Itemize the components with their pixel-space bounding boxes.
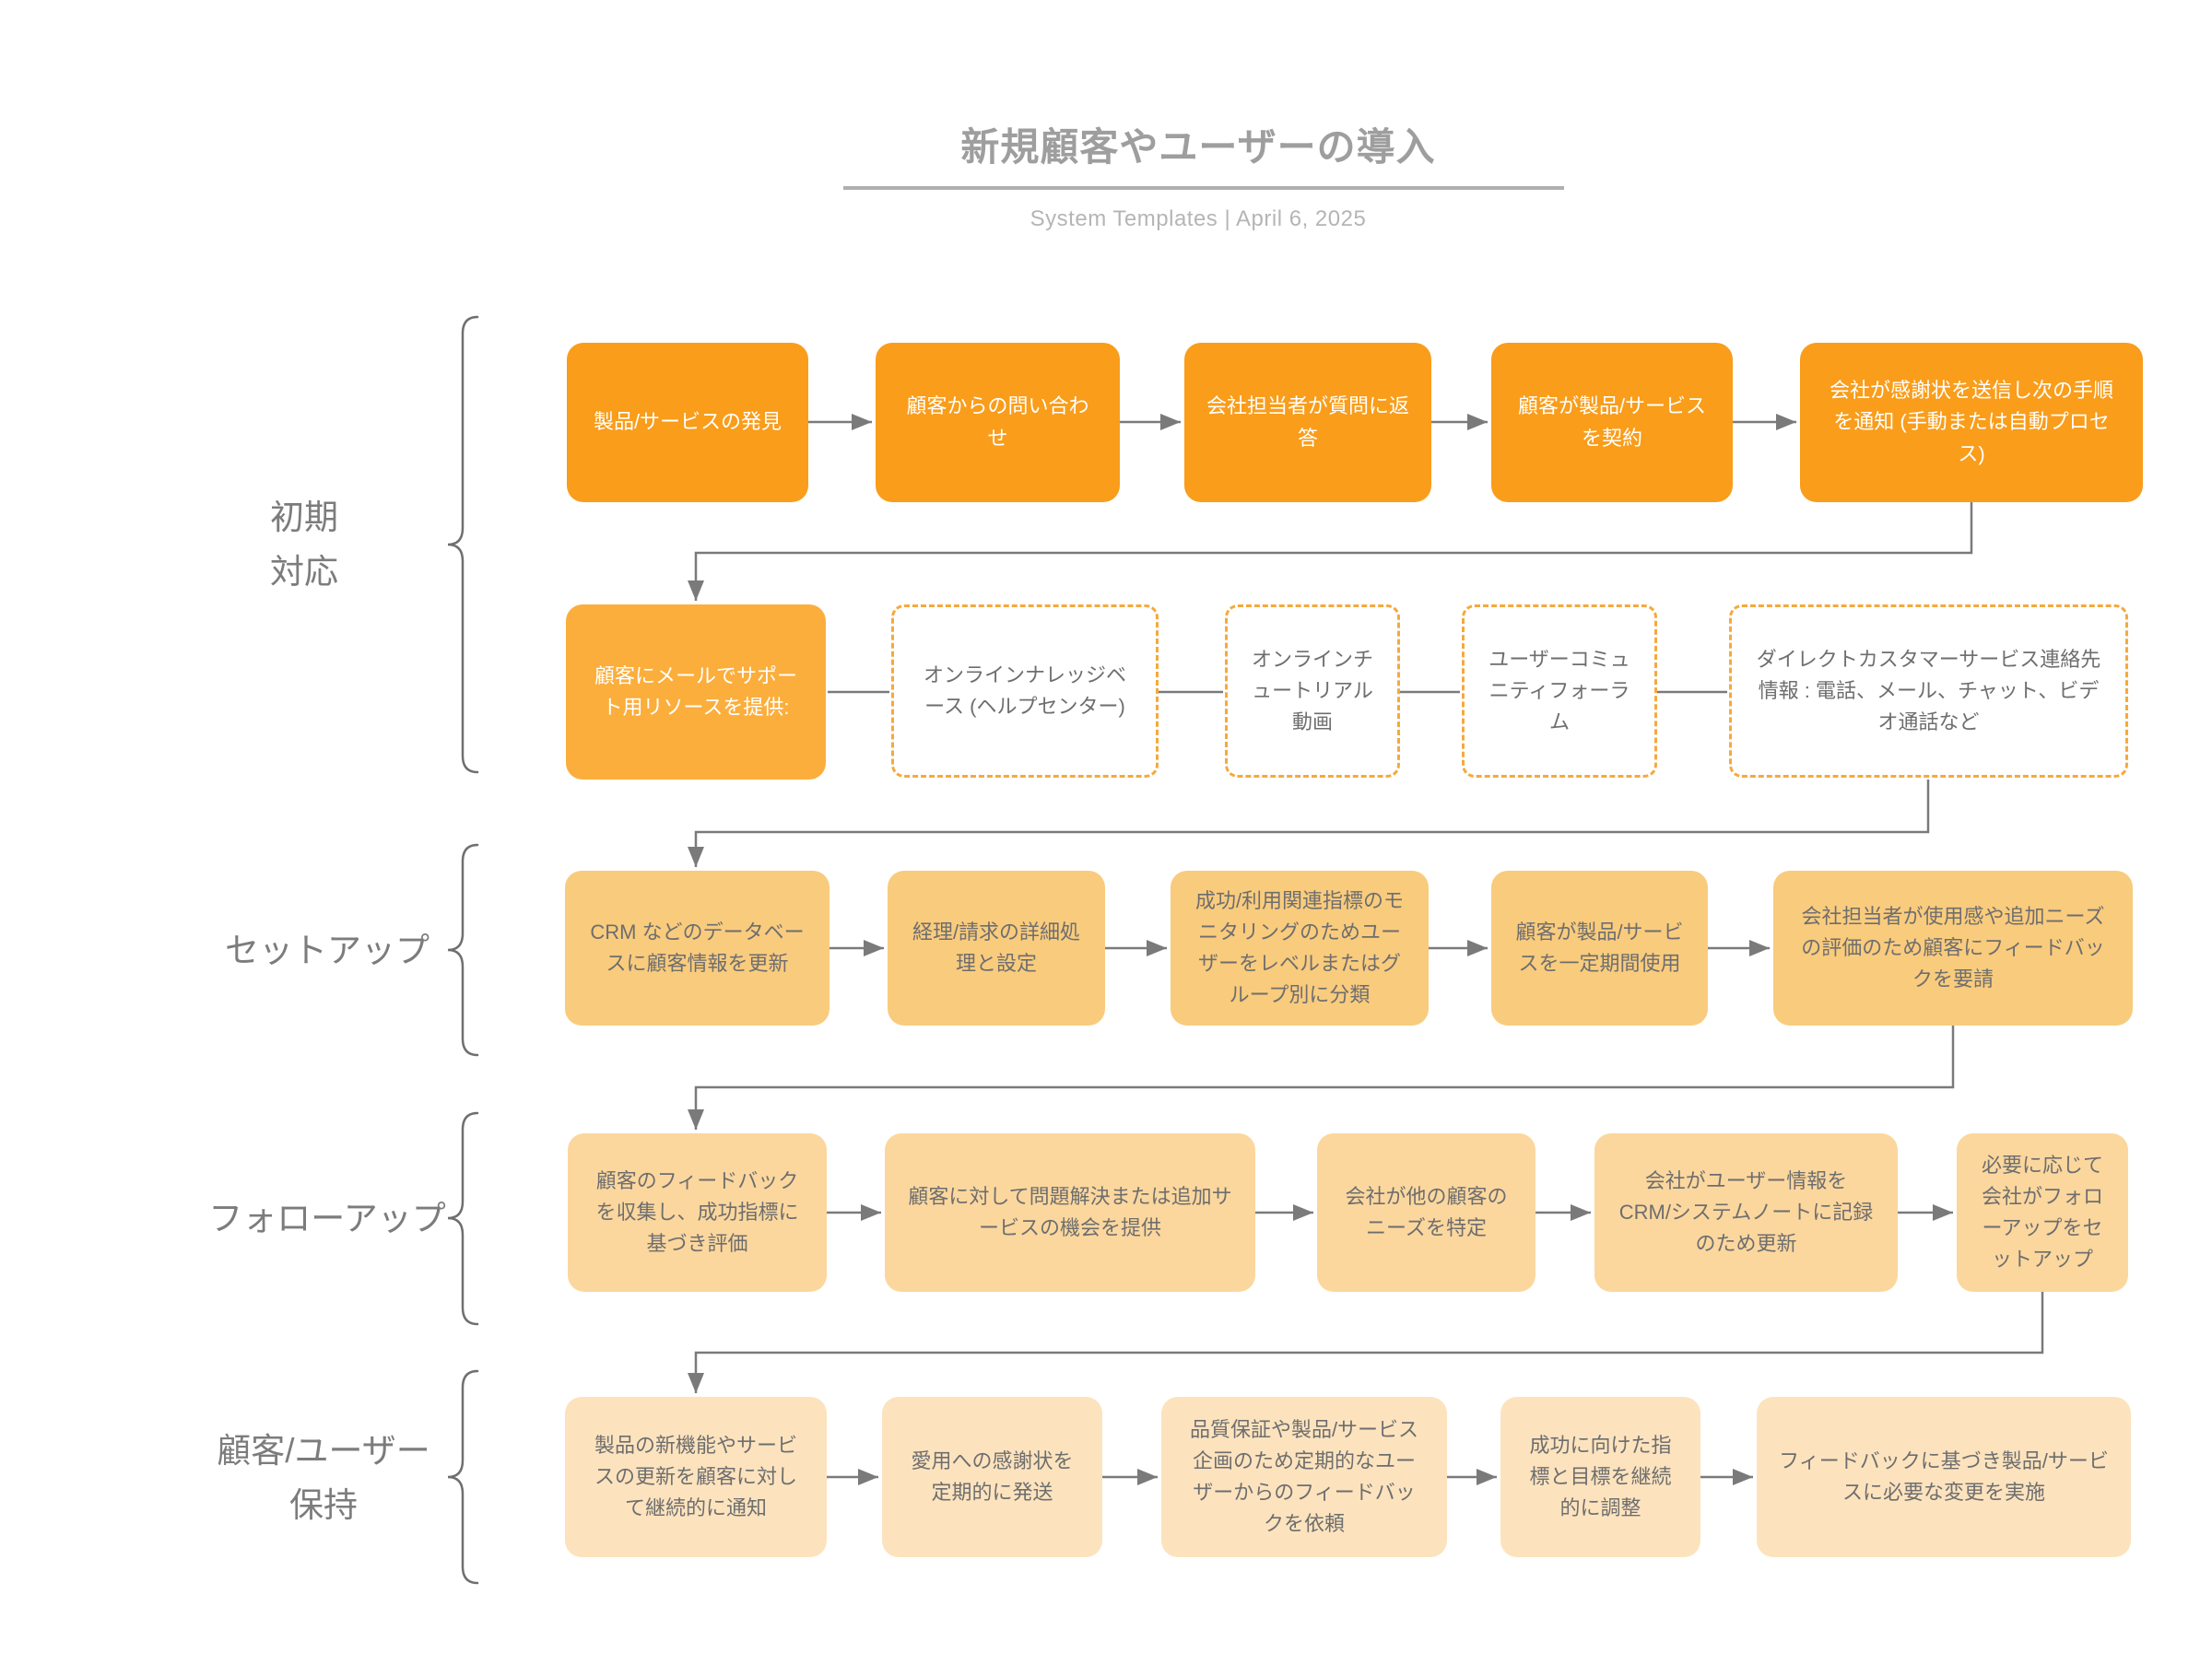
flow-step-label: 製品/サービスの発見 (593, 410, 782, 434)
flow-step-resource[interactable]: ダイレクトカスタマーサービス連絡先情報 : 電話、メール、チャット、ビデオ通話な… (1729, 604, 2128, 778)
flow-step[interactable]: フィードバックに基づき製品/サービスに必要な変更を実施 (1757, 1397, 2131, 1557)
flow-step-label: CRM などのデータベースに顧客情報を更新 (590, 920, 805, 975)
flow-step[interactable]: 製品の新機能やサービスの更新を顧客に対して継続的に通知 (565, 1397, 827, 1557)
flow-step[interactable]: 顧客のフィードバックを収集し、成功指標に基づき評価 (568, 1133, 827, 1292)
flow-step[interactable]: 会社がユーザー情報を CRM/システムノートに記録のため更新 (1594, 1133, 1898, 1292)
flow-step[interactable]: 会社が他の顧客のニーズを特定 (1317, 1133, 1535, 1292)
flow-step-label: 品質保証や製品/サービス企画のため定期的なユーザーからのフィードバックを依頼 (1189, 1417, 1419, 1536)
flow-step-label: 顧客が製品/サービスを一定期間使用 (1515, 920, 1684, 975)
flow-step-label: 顧客にメールでサポート用リソースを提供: (594, 663, 797, 719)
flow-step[interactable]: 会社担当者が使用感や追加ニーズの評価のため顧客にフィードバックを要請 (1773, 871, 2133, 1026)
flow-step-resource[interactable]: オンラインチュートリアル動画 (1225, 604, 1400, 778)
group-label-setup: セットアップ (225, 932, 429, 969)
flow-step[interactable]: 会社が感謝状を送信し次の手順を通知 (手動または自動プロセス) (1800, 343, 2143, 502)
group-label-follow-up: フォローアップ (208, 1200, 446, 1237)
flow-step-label: 製品の新機能やサービスの更新を顧客に対して継続的に通知 (594, 1433, 797, 1520)
flow-step[interactable]: 顧客が製品/サービスを契約 (1491, 343, 1733, 502)
group-brace-follow-up (447, 1111, 479, 1326)
connector-elbow-row2-row3 (688, 780, 1930, 867)
flow-step[interactable]: 顧客からの問い合わせ (876, 343, 1120, 502)
flow-step[interactable]: 成功/利用関連指標のモニタリングのためユーザーをレベルまたはグループ別に分類 (1171, 871, 1429, 1026)
flow-step-label: フィードバックに基づき製品/サービスに必要な変更を実施 (1779, 1448, 2109, 1504)
page-subtitle: System Templates | April 6, 2025 (1030, 206, 1367, 231)
flow-step-label: 会社担当者が質問に返答 (1206, 394, 1410, 450)
flow-step[interactable]: 会社担当者が質問に返答 (1184, 343, 1431, 502)
flow-step-label: 会社が感謝状を送信し次の手順を通知 (手動または自動プロセス) (1829, 379, 2113, 465)
flow-step-label: 顧客のフィードバックを収集し、成功指標に基づき評価 (595, 1168, 799, 1256)
flow-step[interactable]: 顧客が製品/サービスを一定期間使用 (1491, 871, 1708, 1026)
flow-step[interactable]: 成功に向けた指標と目標を継続的に調整 (1500, 1397, 1700, 1557)
flow-step[interactable]: 製品/サービスの発見 (567, 343, 808, 502)
flow-step[interactable]: 顧客に対して問題解決または追加サービスの機会を提供 (885, 1133, 1255, 1292)
flow-step-label: オンラインナレッジベース (ヘルプセンター) (923, 662, 1126, 718)
flow-step[interactable]: 経理/請求の詳細処理と設定 (888, 871, 1105, 1026)
flow-step-label: 顧客からの問い合わせ (906, 394, 1089, 450)
flow-step-label: 経理/請求の詳細処理と設定 (912, 920, 1081, 975)
flow-step[interactable]: 顧客にメールでサポート用リソースを提供: (566, 604, 826, 780)
title-underline (843, 186, 1564, 190)
flow-step-label: ダイレクトカスタマーサービス連絡先情報 : 電話、メール、チャット、ビデオ通話な… (1756, 647, 2101, 734)
flow-step[interactable]: 愛用への感謝状を定期的に発送 (882, 1397, 1102, 1557)
flow-step-label: ユーザーコミュニティフォーラム (1488, 647, 1630, 734)
group-brace-retention (447, 1369, 479, 1585)
flow-step-label: 成功/利用関連指標のモニタリングのためユーザーをレベルまたはグループ別に分類 (1194, 888, 1405, 1007)
flow-step[interactable]: 必要に応じて会社がフォローアップをセットアップ (1957, 1133, 2128, 1292)
flow-step-label: 必要に応じて会社がフォローアップをセットアップ (1981, 1153, 2103, 1272)
flow-step-label: 顧客に対して問題解決または追加サービスの機会を提供 (908, 1184, 1232, 1239)
page-title: 新規顧客やユーザーの導入 (960, 125, 1436, 169)
group-brace-initial-response (447, 315, 479, 774)
flow-step-resource[interactable]: ユーザーコミュニティフォーラム (1462, 604, 1657, 778)
flow-step-label: オンラインチュートリアル動画 (1251, 647, 1373, 734)
group-brace-setup (447, 843, 479, 1057)
flow-step[interactable]: CRM などのデータベースに顧客情報を更新 (565, 871, 830, 1026)
connector-elbow-row4-row5 (688, 1292, 2044, 1393)
flow-step-resource[interactable]: オンラインナレッジベース (ヘルプセンター) (891, 604, 1159, 778)
flow-step[interactable]: 品質保証や製品/サービス企画のため定期的なユーザーからのフィードバックを依頼 (1161, 1397, 1447, 1557)
flow-step-label: 顧客が製品/サービスを契約 (1517, 394, 1707, 450)
flow-step-label: 会社が他の顧客のニーズを特定 (1345, 1184, 1508, 1239)
flow-step-label: 会社がユーザー情報を CRM/システムノートに記録のため更新 (1618, 1168, 1874, 1256)
connector-elbow-row3-row4 (688, 1026, 1955, 1130)
flow-step-label: 会社担当者が使用感や追加ニーズの評価のため顧客にフィードバックを要請 (1801, 904, 2105, 991)
group-label-retention: 顧客/ユーザー 保持 (217, 1432, 430, 1525)
connector-elbow-row1-row2 (688, 502, 1973, 601)
flow-step-label: 成功に向けた指標と目標を継続的に調整 (1529, 1433, 1672, 1520)
group-label-initial-response: 初期 対応 (270, 498, 338, 592)
flow-step-label: 愛用への感謝状を定期的に発送 (911, 1448, 1074, 1504)
